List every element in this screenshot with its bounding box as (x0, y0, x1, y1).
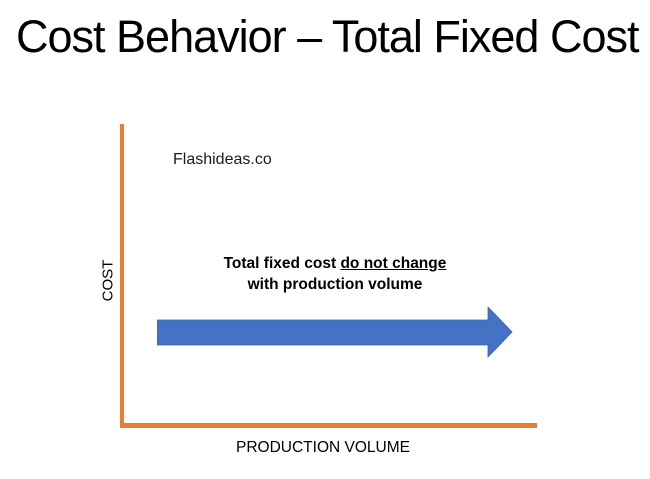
x-axis-line (120, 423, 537, 428)
annotation-text: Total fixed cost do not change with prod… (190, 253, 480, 295)
y-axis-line (120, 124, 124, 428)
right-arrow-icon (157, 307, 513, 358)
annotation-line1-plain: Total fixed cost (223, 255, 341, 272)
watermark-text: Flashideas.co (173, 151, 272, 168)
slide-title: Cost Behavior – Total Fixed Cost (16, 11, 639, 62)
annotation-line1-underlined: do not change (340, 255, 447, 272)
x-axis-label: PRODUCTION VOLUME (236, 439, 410, 456)
y-axis-label: COST (99, 259, 117, 302)
annotation-line2: with production volume (247, 276, 423, 293)
